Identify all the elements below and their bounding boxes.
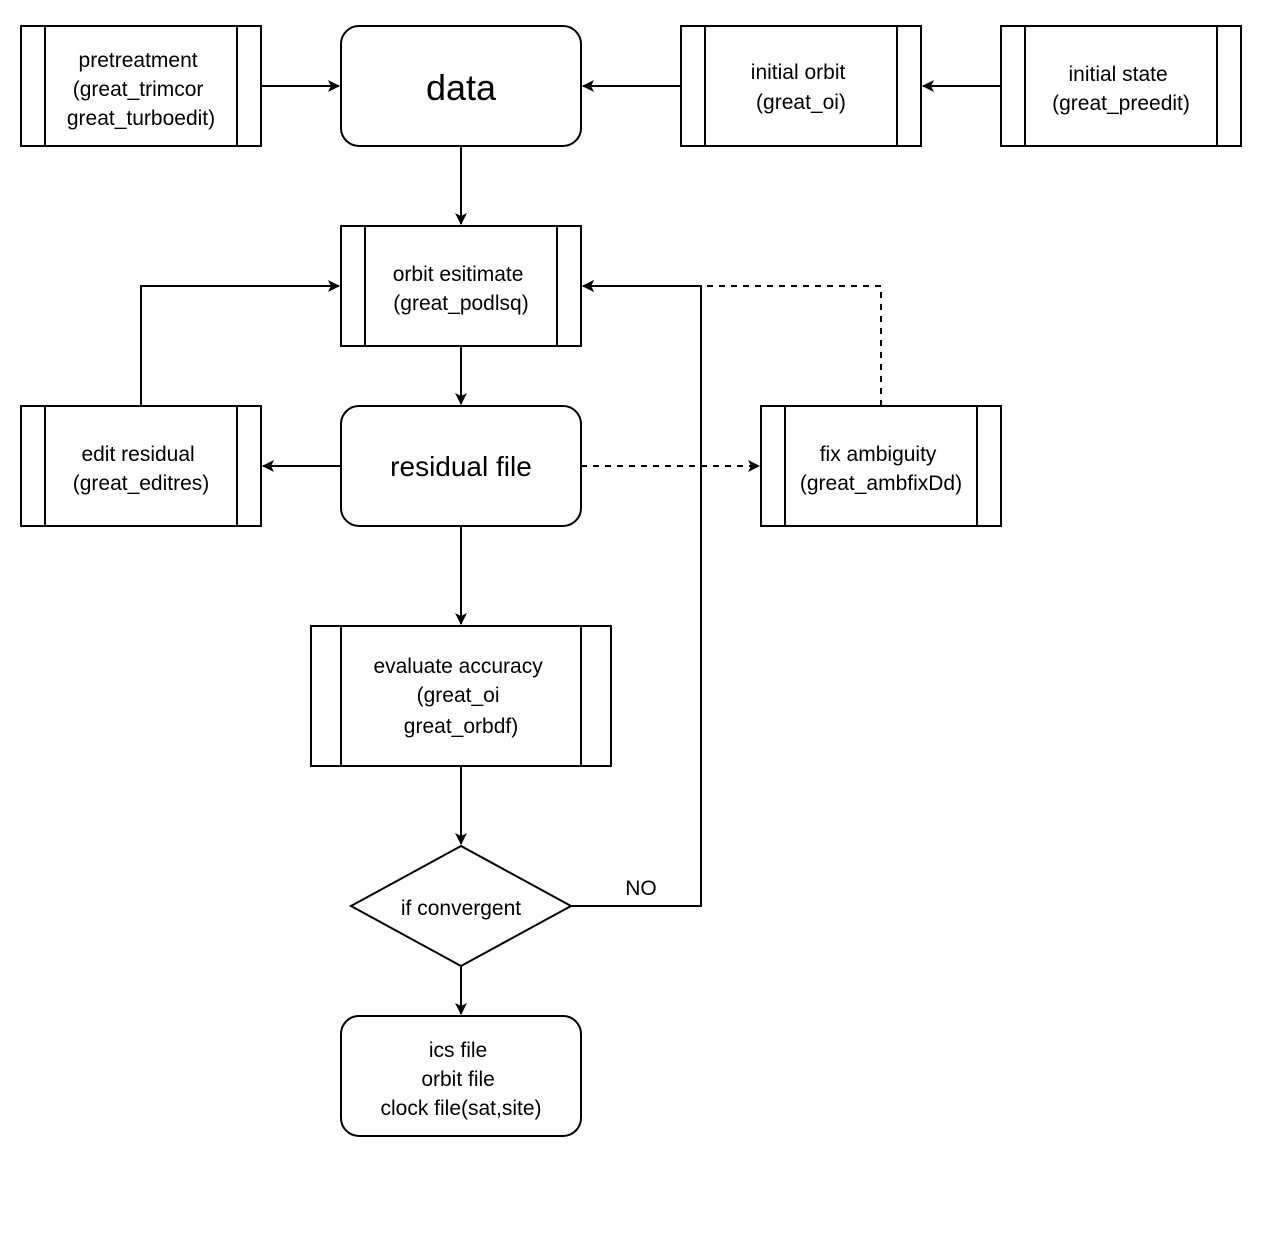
- fix-ambiguity-line-1: fix ambiguity: [820, 443, 937, 466]
- evaluate-accuracy-line-1: evaluate accuracy: [373, 655, 543, 678]
- node-if-convergent: if convergent: [348, 844, 574, 968]
- if-convergent-label: if convergent: [401, 897, 521, 920]
- initial-state-line-2: (great_preedit): [1052, 92, 1190, 115]
- svg-text:initial state (great_p: initial state (great_preedit): [1052, 63, 1190, 115]
- node-residual-file: residual file: [340, 405, 582, 527]
- node-evaluate-accuracy: evaluate accuracy (great_oi great_orbdf): [310, 625, 612, 767]
- svg-text:orbit esitimate (great: orbit esitimate (great_podlsq): [393, 263, 530, 315]
- node-orbit-estimate: orbit esitimate (great_podlsq): [340, 225, 582, 347]
- nodes: pretreatment (great_trimcor great_turboe…: [20, 25, 1242, 1137]
- edges: [140, 80, 1001, 1015]
- pretreatment-line-2: (great_trimcor: [73, 78, 204, 101]
- node-pretreatment: pretreatment (great_trimcor great_turboe…: [20, 25, 262, 147]
- svg-text:ics file orbit file: ics file orbit file clock file(sat,site): [380, 1039, 541, 1120]
- outputs-line-2: orbit file: [421, 1068, 495, 1091]
- evaluate-accuracy-line-3: great_orbdf): [404, 715, 518, 738]
- initial-state-line-1: initial state: [1068, 63, 1167, 86]
- svg-text:fix ambiguity (great_a: fix ambiguity (great_ambfixDd): [800, 443, 962, 495]
- svg-text:edit residual (great_e: edit residual (great_editres): [73, 443, 210, 495]
- edit-residual-line-2: (great_editres): [73, 472, 210, 495]
- residual-file-label: residual file: [390, 451, 532, 482]
- evaluate-accuracy-line-2: (great_oi: [417, 684, 500, 707]
- node-edit-residual: edit residual (great_editres): [20, 405, 262, 527]
- svg-text:data: data: [426, 67, 497, 108]
- node-fix-ambiguity: fix ambiguity (great_ambfixDd): [760, 405, 1002, 527]
- svg-text:pretreatment (great_tr: pretreatment (great_trimcor great_turboe…: [67, 49, 215, 130]
- initial-orbit-line-2: (great_oi): [756, 91, 846, 114]
- initial-orbit-line-1: initial orbit: [751, 61, 846, 84]
- node-outputs: ics file orbit file clock file(sat,site): [340, 1015, 582, 1137]
- outputs-line-3: clock file(sat,site): [380, 1097, 541, 1120]
- orbit-estimate-line-2: (great_podlsq): [393, 292, 528, 315]
- orbit-estimate-line-1: orbit esitimate: [393, 263, 524, 286]
- outputs-line-1: ics file: [429, 1039, 487, 1062]
- pretreatment-line-1: pretreatment: [79, 49, 198, 72]
- node-initial-state: initial state (great_preedit): [1000, 25, 1242, 147]
- svg-text:evaluate accuracy (gre: evaluate accuracy (great_oi great_orbdf): [373, 655, 548, 738]
- pretreatment-line-3: great_turboedit): [67, 107, 215, 130]
- edge-edit-residual-to-orbit-estimate: [140, 280, 340, 406]
- edit-residual-line-1: edit residual: [81, 443, 194, 466]
- fix-ambiguity-line-2: (great_ambfixDd): [800, 472, 962, 495]
- edge-if-convergent-no-to-orbit-estimate: [571, 280, 702, 907]
- svg-text:if convergent: if convergent: [401, 897, 521, 920]
- svg-text:initial orbit (great_o: initial orbit (great_oi): [751, 61, 851, 114]
- node-initial-orbit: initial orbit (great_oi): [680, 25, 922, 147]
- node-data: data: [340, 25, 582, 147]
- edge-label-no: NO: [625, 877, 657, 900]
- svg-text:residual file: residual file: [390, 451, 532, 482]
- edge-fix-ambiguity-to-orbit-estimate: [582, 280, 882, 406]
- data-label: data: [426, 67, 497, 108]
